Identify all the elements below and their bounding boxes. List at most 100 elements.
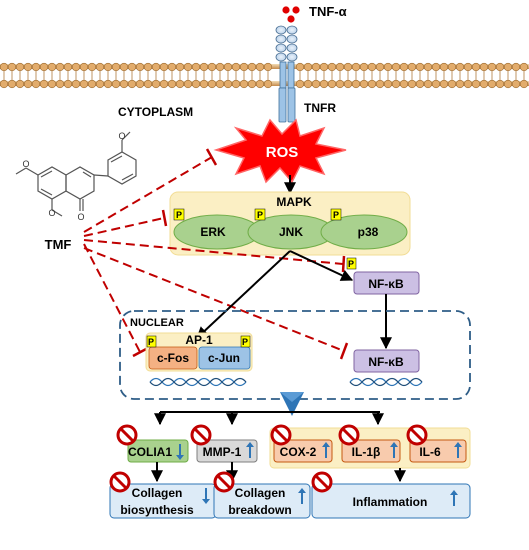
- phospholipid-head: [0, 79, 9, 89]
- phospholipid-head: [39, 79, 49, 89]
- phospholipid-head: [87, 79, 97, 89]
- phospholipid-head: [71, 79, 81, 89]
- phospholipid-head: [183, 62, 193, 72]
- cjun-label: c-Jun: [208, 351, 240, 365]
- phospholipid-head: [335, 79, 345, 89]
- phospholipid-head: [495, 62, 505, 72]
- tmf-carbonyl-oxygen: O: [77, 212, 84, 222]
- inflammation-block-icon: [311, 471, 333, 493]
- phospholipid-head: [367, 79, 377, 89]
- phospholipid-head: [63, 62, 73, 72]
- phospholipid-head: [15, 62, 25, 72]
- phospholipid-head: [511, 79, 521, 89]
- phospho-label-cjun: P: [242, 337, 248, 347]
- il6-box: [409, 439, 467, 463]
- phospholipid-head: [71, 62, 81, 72]
- phospholipid-head: [23, 79, 33, 89]
- phospholipid-head: [447, 79, 457, 89]
- phospholipid-head: [263, 62, 273, 72]
- phospholipid-head: [103, 79, 113, 89]
- nfkb-nuclear-box: [353, 349, 420, 373]
- phospholipid-head: [95, 62, 105, 72]
- mapk-to-ap1-arrow: [196, 250, 291, 339]
- phospho-label-erk: P: [176, 210, 182, 220]
- il6-up-arrow-icon: [454, 442, 462, 458]
- phospholipid-head: [327, 62, 337, 72]
- cox2-label: COX-2: [280, 445, 317, 459]
- phospho-tag-erk: [173, 208, 185, 221]
- phospholipid-head: [351, 79, 361, 89]
- phospholipid-head: [223, 62, 233, 72]
- colia1-label: COLIA1: [128, 445, 172, 459]
- il6-label: IL-6: [419, 445, 441, 459]
- erk-label: ERK: [200, 225, 226, 239]
- tnf-alpha-label: TNF-α: [309, 4, 347, 19]
- phospholipid-head: [367, 62, 377, 72]
- phospholipid-head: [303, 62, 313, 72]
- nucleus-boundary: [119, 310, 471, 400]
- collagen-breakdown-line1: Collagen: [235, 486, 286, 500]
- phospho-tag-cjun: [240, 335, 251, 348]
- phospholipid-head: [479, 62, 489, 72]
- cjun-box: [198, 346, 251, 370]
- phospholipid-head: [87, 62, 97, 72]
- nuclear-label: NUCLEAR: [130, 317, 184, 329]
- phospholipid-head: [423, 62, 433, 72]
- mmp1-label: MMP-1: [203, 445, 242, 459]
- phospho-label-p38: P: [333, 210, 339, 220]
- phospholipid-head: [255, 79, 265, 89]
- phospholipid-head: [119, 79, 129, 89]
- phospholipid-head: [151, 62, 161, 72]
- il1b-up-arrow-icon: [390, 442, 398, 458]
- phospholipid-head: [375, 62, 385, 72]
- phospholipid-head: [327, 79, 337, 89]
- phospholipid-head: [487, 79, 497, 89]
- phospholipid-head: [159, 79, 169, 89]
- phospholipid-head: [455, 62, 465, 72]
- phospholipid-head: [55, 62, 65, 72]
- p38-label: p38: [358, 225, 379, 239]
- target-distribution-lines: [154, 411, 384, 426]
- cfos-label: c-Fos: [157, 351, 189, 365]
- phospholipid-head: [391, 62, 401, 72]
- phospholipid-head: [103, 62, 113, 72]
- phospholipid-head: [215, 79, 225, 89]
- phospholipid-head: [407, 79, 417, 89]
- biosynthesis-down-arrow-icon: [202, 488, 210, 504]
- tmf-label: TMF: [45, 237, 72, 252]
- phospholipid-head: [15, 79, 25, 89]
- phospho-tag-nfkb: [346, 257, 357, 270]
- phospholipid-head: [519, 79, 529, 89]
- phospholipid-head: [247, 79, 257, 89]
- mmp1-block-icon: [190, 424, 212, 446]
- phospholipid-head: [167, 79, 177, 89]
- tmf-oxygen-3: O: [118, 131, 125, 141]
- ros-burst: [213, 118, 347, 184]
- phospholipid-head: [7, 62, 17, 72]
- phospho-label-cfos: P: [148, 337, 154, 347]
- phospholipid-head: [359, 62, 369, 72]
- p38-kinase: [320, 214, 408, 250]
- phospholipid-head: [359, 79, 369, 89]
- cox2-up-arrow-icon: [322, 442, 330, 458]
- phospholipid-head: [383, 62, 393, 72]
- phospholipid-head: [391, 79, 401, 89]
- phospholipid-head: [47, 79, 57, 89]
- phospholipid-head: [487, 62, 497, 72]
- phospholipid-head: [295, 79, 305, 89]
- phospholipid-head: [207, 62, 217, 72]
- mapk-title: MAPK: [276, 195, 312, 209]
- phospho-label-nfkb: P: [348, 259, 354, 269]
- phospholipid-head: [439, 79, 449, 89]
- breakdown-up-arrow-icon: [298, 488, 306, 504]
- il1b-label: IL-1β: [352, 445, 381, 459]
- phospholipid-head: [503, 62, 513, 72]
- inflammation-label: Inflammation: [353, 495, 428, 509]
- tmf-molecule-structure: [15, 131, 137, 217]
- phospholipid-head: [415, 62, 425, 72]
- dna-helix-left: [149, 377, 247, 387]
- cox2-box: [273, 439, 333, 463]
- phospholipid-head: [407, 62, 417, 72]
- tmf-oxygen-1: O: [22, 159, 29, 169]
